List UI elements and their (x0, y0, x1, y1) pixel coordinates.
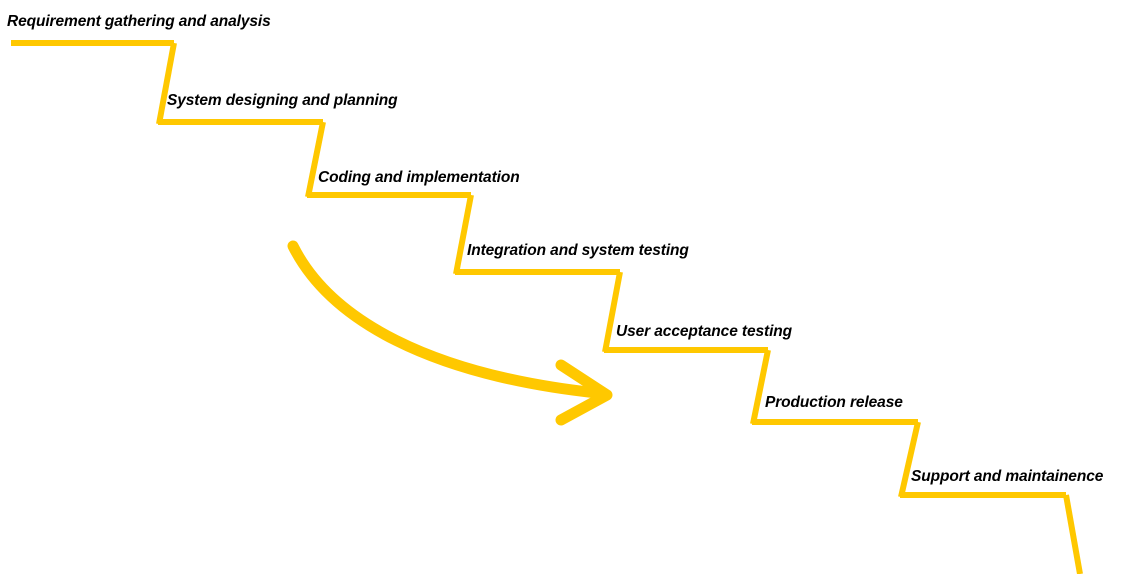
stage-label-4: Integration and system testing (467, 242, 689, 259)
step-riser-line (898, 421, 921, 498)
feedback-arrow-group (287, 240, 613, 426)
staircase-step (604, 347, 771, 425)
staircase-step (158, 119, 326, 198)
staircase-step (752, 419, 921, 498)
staircase-steps-group (11, 40, 1083, 574)
step-riser-line (305, 121, 326, 198)
step-riser-line (602, 271, 623, 353)
staircase-step (11, 40, 177, 125)
staircase-step (455, 269, 623, 353)
stage-label-3: Coding and implementation (318, 169, 520, 186)
staircase-step (307, 192, 474, 275)
stage-label-2: System designing and planning (167, 92, 398, 109)
step-riser-line (750, 349, 771, 425)
step-riser-line (453, 194, 474, 275)
feedback-arrow-head-icon (555, 359, 613, 426)
stage-label-5: User acceptance testing (616, 323, 793, 340)
stage-label-1: Requirement gathering and analysis (7, 13, 271, 30)
stage-label-6: Production release (765, 394, 903, 411)
stage-label-7: Support and maintainence (911, 468, 1104, 485)
step-riser-line (156, 42, 177, 125)
step-riser-line (1063, 494, 1083, 574)
feedback-arrow-curve (287, 240, 603, 399)
staircase-step (900, 492, 1083, 574)
